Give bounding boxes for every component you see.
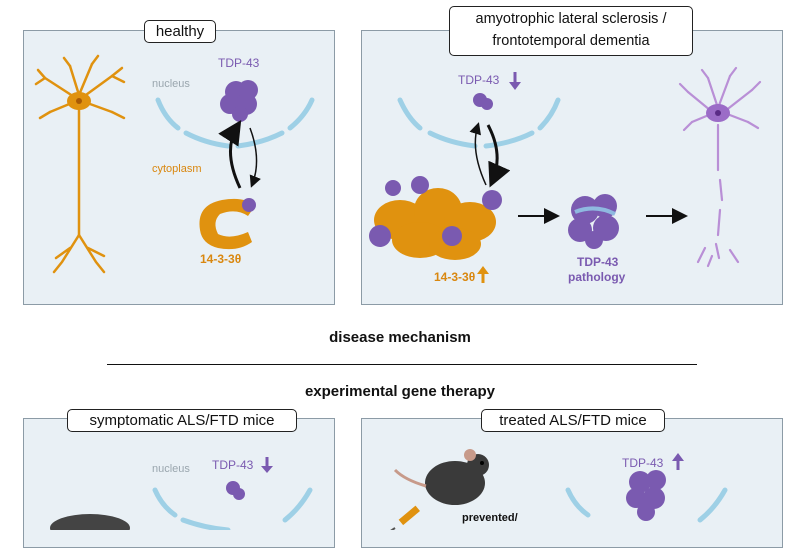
symptomatic-nucleus-label: nucleus bbox=[152, 463, 190, 475]
syringe-icon bbox=[390, 505, 420, 530]
diagram-graphics bbox=[34, 54, 762, 530]
healthy-14-3-3-protein-icon bbox=[199, 198, 255, 250]
disease-import-arrow bbox=[486, 124, 511, 188]
panel-disease bbox=[361, 30, 783, 305]
treated-title: treated ALS/FTD mice bbox=[481, 409, 665, 432]
degenerating-neuron-icon bbox=[678, 66, 762, 268]
healthy-partner-label: 14-3-3θ bbox=[200, 252, 242, 266]
disease-title-line2: frontotemporal dementia bbox=[492, 33, 650, 49]
tdp43-pathology-icon bbox=[568, 194, 619, 249]
mechanism-heading: disease mechanism bbox=[329, 329, 471, 346]
disease-nucleus-membrane bbox=[397, 97, 561, 149]
disease-export-arrow bbox=[469, 122, 487, 186]
treated-outcome-label: prevented/ bbox=[462, 512, 518, 524]
symptomatic-tdp43-icon bbox=[226, 481, 245, 500]
disease-14-3-3-aggregate-icon bbox=[374, 188, 496, 260]
pathology-label-line2: pathology bbox=[568, 270, 626, 284]
healthy-neuron-icon bbox=[34, 54, 126, 274]
disease-tdp43-bound-icon bbox=[369, 176, 502, 247]
import-arrow bbox=[249, 127, 261, 188]
treated-mouse-icon bbox=[393, 449, 489, 505]
symptomatic-nucleus-membrane bbox=[152, 487, 313, 530]
healthy-nucleus-label: nucleus bbox=[152, 78, 190, 90]
treated-tdp43-label: TDP-43 bbox=[622, 456, 664, 470]
symptomatic-title: symptomatic ALS/FTD mice bbox=[67, 409, 297, 432]
healthy-tdp43-label: TDP-43 bbox=[218, 56, 260, 70]
healthy-cytoplasm-label: cytoplasm bbox=[152, 163, 202, 175]
disease-tdp43-label: TDP-43 bbox=[458, 73, 500, 87]
therapy-heading: experimental gene therapy bbox=[304, 383, 496, 400]
symptomatic-tdp43-label: TDP-43 bbox=[212, 458, 254, 472]
symptomatic-mouse-icon bbox=[50, 514, 130, 530]
treated-tdp43-icon bbox=[626, 470, 666, 521]
disease-partner-label: 14-3-3θ bbox=[434, 270, 476, 284]
panel-healthy bbox=[23, 30, 335, 305]
disease-title: amyotrophic lateral sclerosis / frontote… bbox=[449, 6, 693, 56]
pathology-label-line1: TDP-43 bbox=[577, 255, 619, 269]
healthy-tdp43-protein-icon bbox=[220, 80, 258, 122]
export-arrow bbox=[218, 119, 242, 189]
disease-title-line1: amyotrophic lateral sclerosis / bbox=[475, 11, 667, 27]
disease-tdp43-small-icon bbox=[473, 93, 493, 110]
section-divider bbox=[107, 364, 697, 365]
healthy-title: healthy bbox=[144, 20, 216, 43]
treated-nucleus-membrane bbox=[565, 487, 728, 523]
